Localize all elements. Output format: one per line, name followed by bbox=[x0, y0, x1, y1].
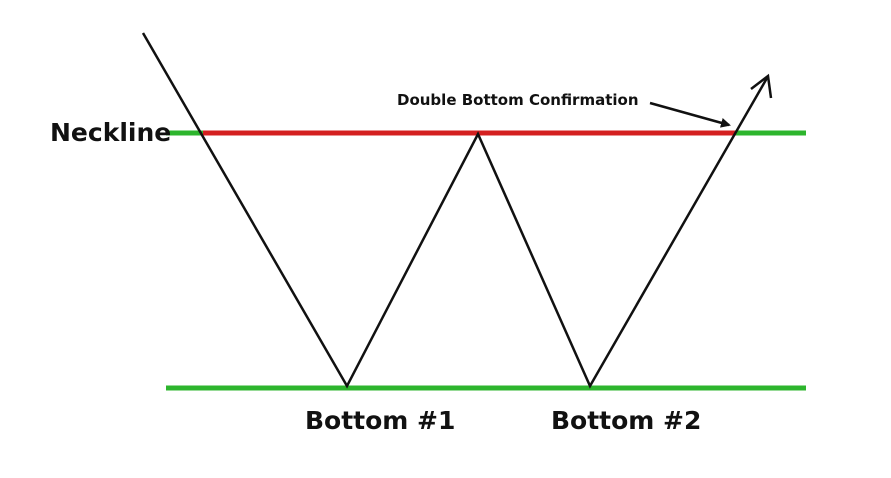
price-path bbox=[141, 32, 769, 389]
breakout-arrowhead-icon bbox=[750, 73, 773, 99]
bottom2-label: Bottom #2 bbox=[551, 406, 701, 435]
bottom1-label: Bottom #1 bbox=[305, 406, 455, 435]
confirmation-arrow bbox=[649, 101, 731, 128]
confirmation-label: Double Bottom Confirmation bbox=[397, 91, 639, 109]
neckline-label: Neckline bbox=[50, 118, 171, 147]
